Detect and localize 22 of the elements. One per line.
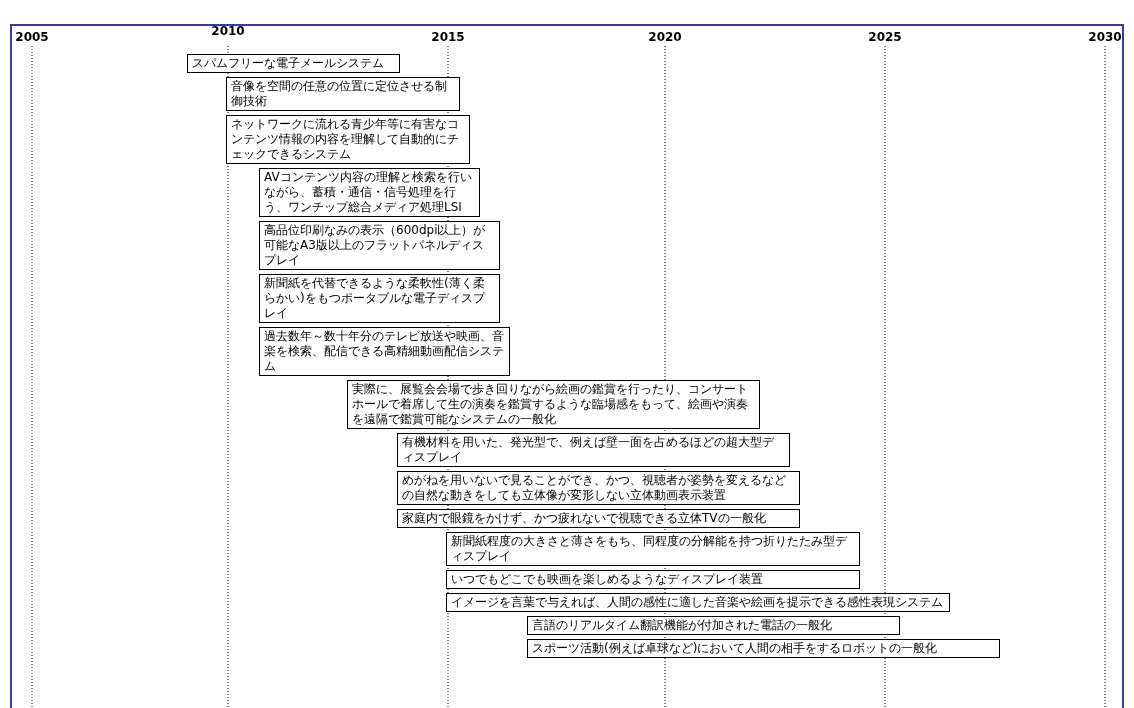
timeline-bar: 新聞紙程度の大きさと薄さをもち、同程度の分解能を持つ折りたたみ型ディスプレイ — [446, 532, 860, 566]
year-label: 2030 — [1088, 30, 1122, 44]
timeline-bar: スパムフリーな電子メールシステム — [187, 54, 400, 73]
timeline-bar: イメージを言葉で与えれば、人間の感性に適した音楽や絵画を提示できる感性表現システム — [446, 593, 950, 612]
year-label: 2010 — [211, 24, 245, 38]
timeline-bar: 実際に、展覧会会場で歩き回りながら絵画の鑑賞を行ったり、コンサートホールで着席して生の演奏を鑑賞するような臨場感をもって、絵画や演奏を遠隔で鑑賞可能なシステムの一般化 — [347, 380, 760, 429]
timeline-bar: AVコンテンツ内容の理解と検索を行いながら、蓄積・通信・信号処理を行う、ワンチップ総合メディア処理LSI — [259, 168, 480, 217]
timeline-bar: 過去数年～数十年分のテレビ放送や映画、音楽を検索、配信できる高精細動画配信システム — [259, 327, 510, 376]
timeline-bar: 言語のリアルタイム翻訳機能が付加された電話の一般化 — [527, 616, 900, 635]
timeline-bar: スポーツ活動(例えば卓球など)において人間の相手をするロボットの一般化 — [527, 639, 1000, 658]
year-label: 2005 — [15, 30, 49, 44]
timeline-bar: 音像を空間の任意の位置に定位させる制御技術 — [226, 77, 460, 111]
timeline-bar: 有機材料を用いた、発光型で、例えば壁一面を占めるほどの超大型ディスプレイ — [397, 433, 790, 467]
year-label: 2025 — [868, 30, 902, 44]
timeline-bar: ネットワークに流れる青少年等に有害なコンテンツ情報の内容を理解して自動的にチェックできるシステム — [226, 115, 470, 164]
timeline-bar: 家庭内で眼鏡をかけず、かつ疲れないで視聴できる立体TVの一般化 — [397, 509, 800, 528]
year-label: 2020 — [648, 30, 682, 44]
timeline-bar: 高品位印刷なみの表示（600dpi以上）が可能なA3版以上のフラットパネルディスプレイ — [259, 221, 500, 270]
timeline-bar: 新聞紙を代替できるような柔軟性(薄く柔らかい)をもつポータブルな電子ディスプレイ — [259, 274, 500, 323]
year-label: 2015 — [431, 30, 465, 44]
timeline-bar: めがねを用いないで見ることができ、かつ、視聴者が姿勢を変えるなどの自然な動きをしても立体像が変形しない立体動画表示装置 — [397, 471, 800, 505]
timeline-bar: いつでもどこでも映画を楽しめるようなディスプレイ装置 — [446, 570, 860, 589]
